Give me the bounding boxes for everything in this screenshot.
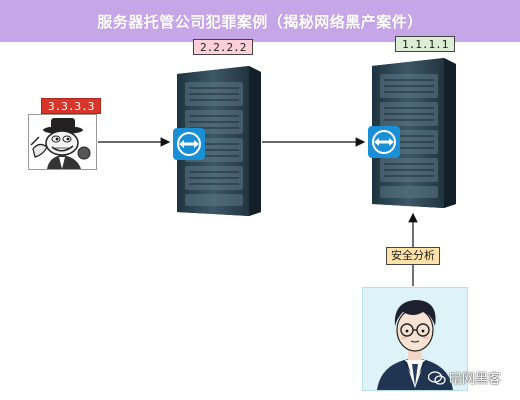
target-server-rack: [366, 58, 456, 208]
watermark-text: 暗网黑客: [449, 372, 502, 387]
wechat-icon: [428, 370, 446, 385]
security-analysis-label: 安全分析: [386, 247, 440, 265]
middle-server-ip-label: 2.2.2.2: [193, 39, 254, 55]
attacker-hacker-image: [28, 114, 97, 170]
target-server-ip-label: 1.1.1.1: [395, 36, 456, 52]
attacker-ip-label: 3.3.3.3: [41, 98, 102, 114]
teamviewer-icon: [173, 128, 205, 160]
hacker-icon: [29, 115, 96, 169]
middle-server-rack: [171, 66, 261, 216]
watermark: 暗网黑客: [428, 368, 501, 387]
diagram-title: 服务器托管公司犯罪案例（揭秘网络黑产案件）: [0, 0, 520, 42]
teamviewer-icon: [368, 126, 400, 158]
